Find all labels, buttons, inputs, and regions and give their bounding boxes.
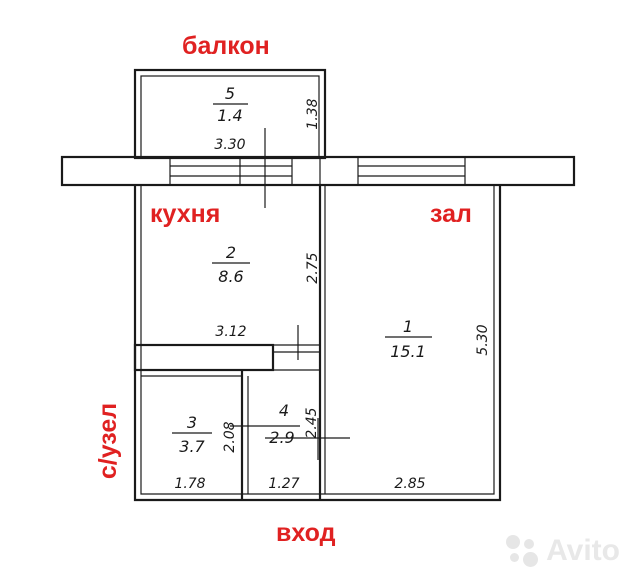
dim-hall-height: 5.30 xyxy=(475,324,491,355)
dim-bath-height: 2.08 xyxy=(222,421,238,452)
window-wall-band xyxy=(60,155,576,187)
room-2-area: 8.6 xyxy=(218,267,243,286)
room-5-area: 1.4 xyxy=(217,106,242,125)
dimension-labels: 3.30 1.38 2.75 3.12 5.30 2.08 2.45 1.78 … xyxy=(174,98,491,492)
room-4-number: 4 xyxy=(279,401,289,420)
room-4-area: 2.9 xyxy=(269,428,294,447)
dim-kitchen-height: 2.75 xyxy=(305,252,321,283)
avito-watermark: Avito xyxy=(504,533,620,569)
entrance-label: вход xyxy=(270,517,342,549)
balcony-label: балкон xyxy=(176,30,276,62)
outer-wall xyxy=(133,185,502,502)
dim-bath-width: 1.78 xyxy=(174,476,205,492)
avito-logo-icon xyxy=(504,533,540,569)
dim-corridor-width: 1.27 xyxy=(268,476,299,492)
dim-hall-width: 2.85 xyxy=(394,476,425,492)
dim-balcony-width: 3.30 xyxy=(214,137,245,153)
room-3-area: 3.7 xyxy=(179,437,205,456)
avito-watermark-text: Avito xyxy=(546,534,620,567)
room-1-number: 1 xyxy=(403,317,413,336)
room-1-area: 15.1 xyxy=(390,342,426,361)
room-5-number: 5 xyxy=(225,84,235,103)
walls xyxy=(60,68,576,502)
hall-label: зал xyxy=(424,198,478,230)
dim-corridor-height: 2.45 xyxy=(304,407,320,438)
outer-wall-inner xyxy=(140,185,495,495)
dim-kitchen-width: 3.12 xyxy=(215,324,246,340)
kitchen-label: кухня xyxy=(144,198,227,230)
dim-balcony-depth: 1.38 xyxy=(305,98,321,129)
room-2-number: 2 xyxy=(226,243,236,262)
room-labels: 5 1.4 2 8.6 1 15.1 3 3.7 4 2.9 xyxy=(172,84,432,456)
kitchen-bottom-wall xyxy=(133,343,275,372)
bathroom-label: с/узел xyxy=(92,396,125,486)
room-3-number: 3 xyxy=(187,413,197,432)
